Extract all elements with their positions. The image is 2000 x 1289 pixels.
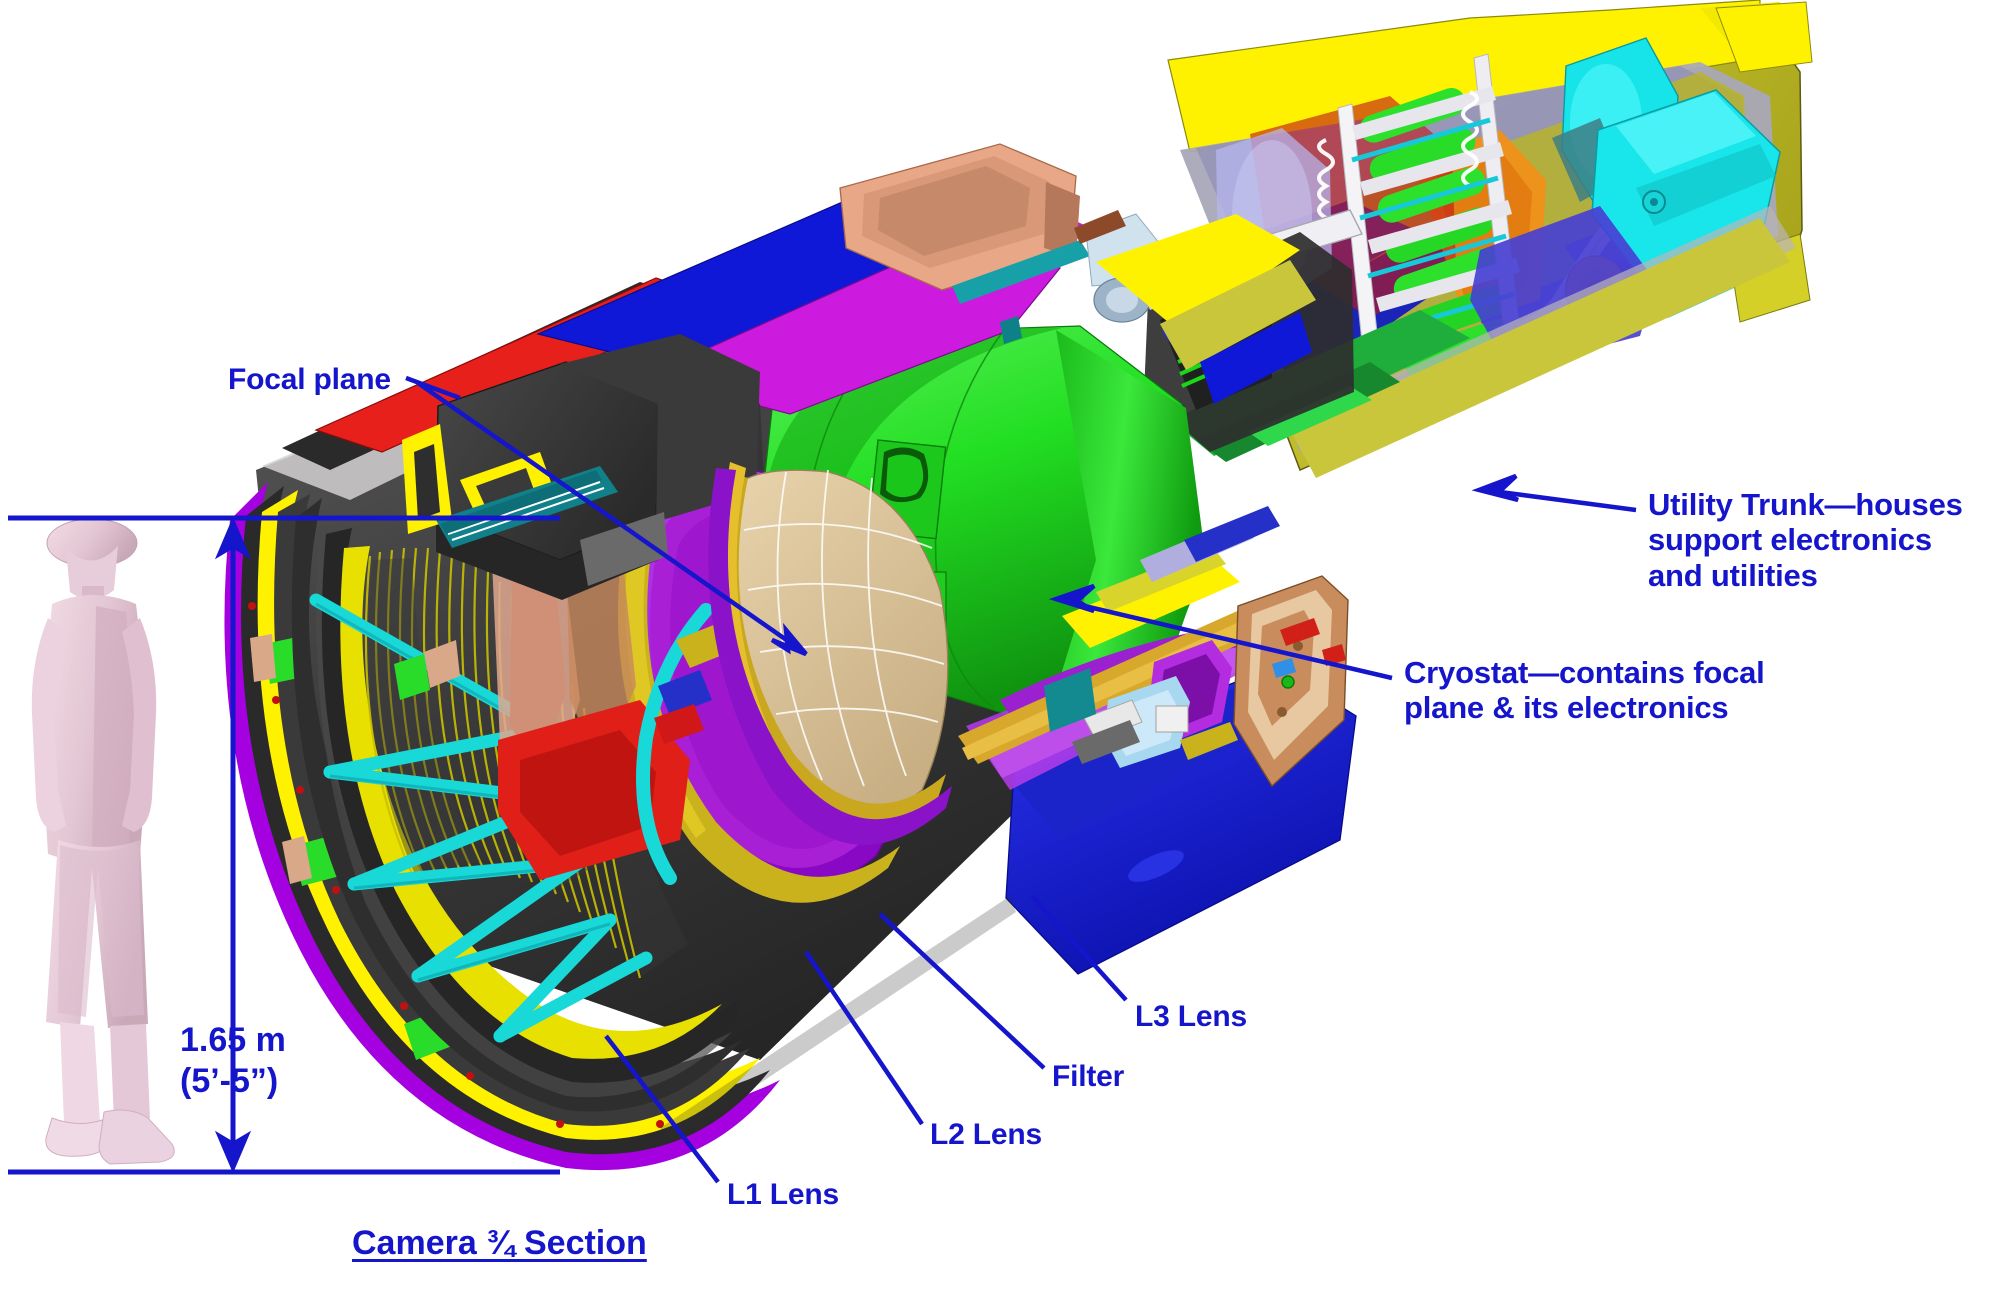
focal-plane-mosaic bbox=[733, 469, 949, 817]
scale-mannequin bbox=[31, 518, 175, 1165]
callout-utility-trunk: Utility Trunk—houses support electronics… bbox=[1648, 487, 1963, 593]
callout-cryostat: Cryostat—contains focal plane & its elec… bbox=[1404, 655, 1765, 726]
figure-caption: Camera ¾ Section bbox=[352, 1224, 647, 1262]
callout-l1-lens: L1 Lens bbox=[727, 1178, 839, 1211]
dimension-label: 1.65 m (5’-5”) bbox=[180, 1021, 286, 1101]
callout-leaders bbox=[405, 375, 1637, 1184]
camera-front-aperture bbox=[224, 482, 781, 1171]
callout-l3-lens: L3 Lens bbox=[1135, 1000, 1247, 1033]
callout-filter: Filter bbox=[1052, 1060, 1125, 1093]
dimension-annotation bbox=[8, 515, 560, 1175]
callout-focal-plane: Focal plane bbox=[228, 363, 391, 396]
l3-lens-region bbox=[958, 575, 1357, 975]
callout-l2-lens: L2 Lens bbox=[930, 1118, 1042, 1151]
camera-assembly bbox=[224, 0, 1813, 1171]
